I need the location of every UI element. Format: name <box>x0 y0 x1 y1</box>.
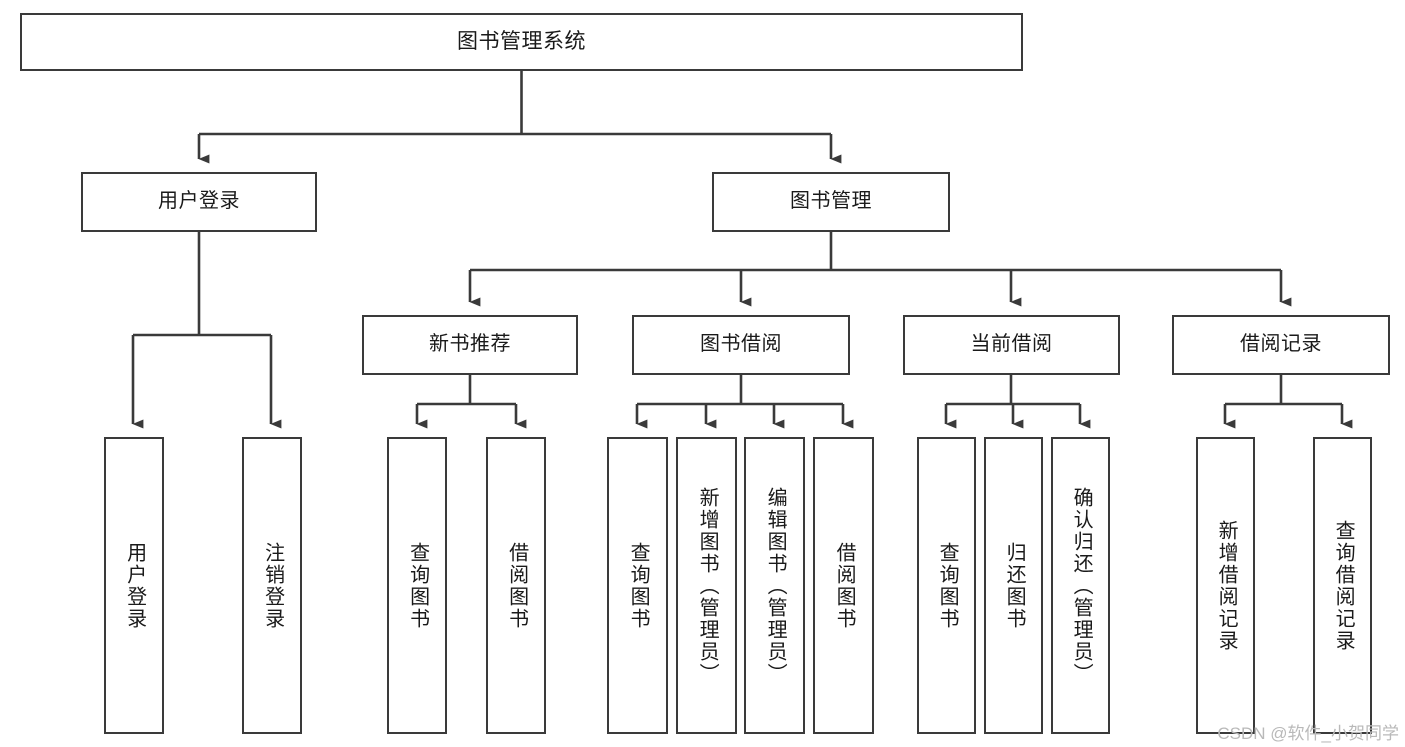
node-leaf-edit-book-admin-label: 编辑图书（管理员） <box>764 486 787 685</box>
node-leaf-query-book-2[interactable]: 查询图书 <box>607 437 668 734</box>
node-current-borrow[interactable]: 当前借阅 <box>903 315 1120 375</box>
node-leaf-query-book-3[interactable]: 查询图书 <box>917 437 976 734</box>
node-leaf-return-book-label: 归还图书 <box>1003 541 1026 630</box>
node-leaf-confirm-return-admin[interactable]: 确认归还（管理员） <box>1051 437 1110 734</box>
node-leaf-borrow-book-1-label: 借阅图书 <box>505 541 528 630</box>
node-leaf-return-book[interactable]: 归还图书 <box>984 437 1043 734</box>
node-leaf-edit-book-admin[interactable]: 编辑图书（管理员） <box>744 437 805 734</box>
node-borrow-record[interactable]: 借阅记录 <box>1172 315 1390 375</box>
node-leaf-borrow-book-2[interactable]: 借阅图书 <box>813 437 874 734</box>
node-leaf-confirm-return-admin-label: 确认归还（管理员） <box>1070 486 1093 685</box>
node-user-login-label: 用户登录 <box>158 190 240 213</box>
node-leaf-add-book-admin-label: 新增图书（管理员） <box>696 486 719 685</box>
node-book-management-label: 图书管理 <box>790 190 872 213</box>
node-book-borrow-label: 图书借阅 <box>700 333 782 356</box>
node-leaf-query-book-1[interactable]: 查询图书 <box>387 437 447 734</box>
node-leaf-user-login[interactable]: 用户登录 <box>104 437 164 734</box>
node-new-book-recommend[interactable]: 新书推荐 <box>362 315 578 375</box>
node-new-book-recommend-label: 新书推荐 <box>429 333 511 356</box>
node-leaf-query-book-2-label: 查询图书 <box>627 541 650 630</box>
node-leaf-borrow-book-2-label: 借阅图书 <box>833 541 856 630</box>
node-leaf-logout-label: 注销登录 <box>261 541 284 630</box>
node-book-management[interactable]: 图书管理 <box>712 172 950 232</box>
node-leaf-query-book-3-label: 查询图书 <box>936 541 959 630</box>
node-leaf-user-login-label: 用户登录 <box>123 541 146 630</box>
node-borrow-record-label: 借阅记录 <box>1240 333 1322 356</box>
node-book-borrow[interactable]: 图书借阅 <box>632 315 850 375</box>
node-leaf-add-book-admin[interactable]: 新增图书（管理员） <box>676 437 737 734</box>
node-leaf-logout[interactable]: 注销登录 <box>242 437 302 734</box>
node-leaf-query-borrow-record-label: 查询借阅记录 <box>1332 519 1355 652</box>
node-leaf-query-borrow-record[interactable]: 查询借阅记录 <box>1313 437 1372 734</box>
node-leaf-borrow-book-1[interactable]: 借阅图书 <box>486 437 546 734</box>
node-current-borrow-label: 当前借阅 <box>970 333 1053 356</box>
watermark-text: CSDN @软件_小贺同学 <box>1217 724 1399 743</box>
node-root-label: 图书管理系统 <box>457 29 586 53</box>
node-root[interactable]: 图书管理系统 <box>20 13 1023 71</box>
node-leaf-query-book-1-label: 查询图书 <box>406 541 429 630</box>
node-user-login[interactable]: 用户登录 <box>81 172 317 232</box>
node-leaf-add-borrow-record-label: 新增借阅记录 <box>1215 519 1238 652</box>
node-leaf-add-borrow-record[interactable]: 新增借阅记录 <box>1196 437 1255 734</box>
